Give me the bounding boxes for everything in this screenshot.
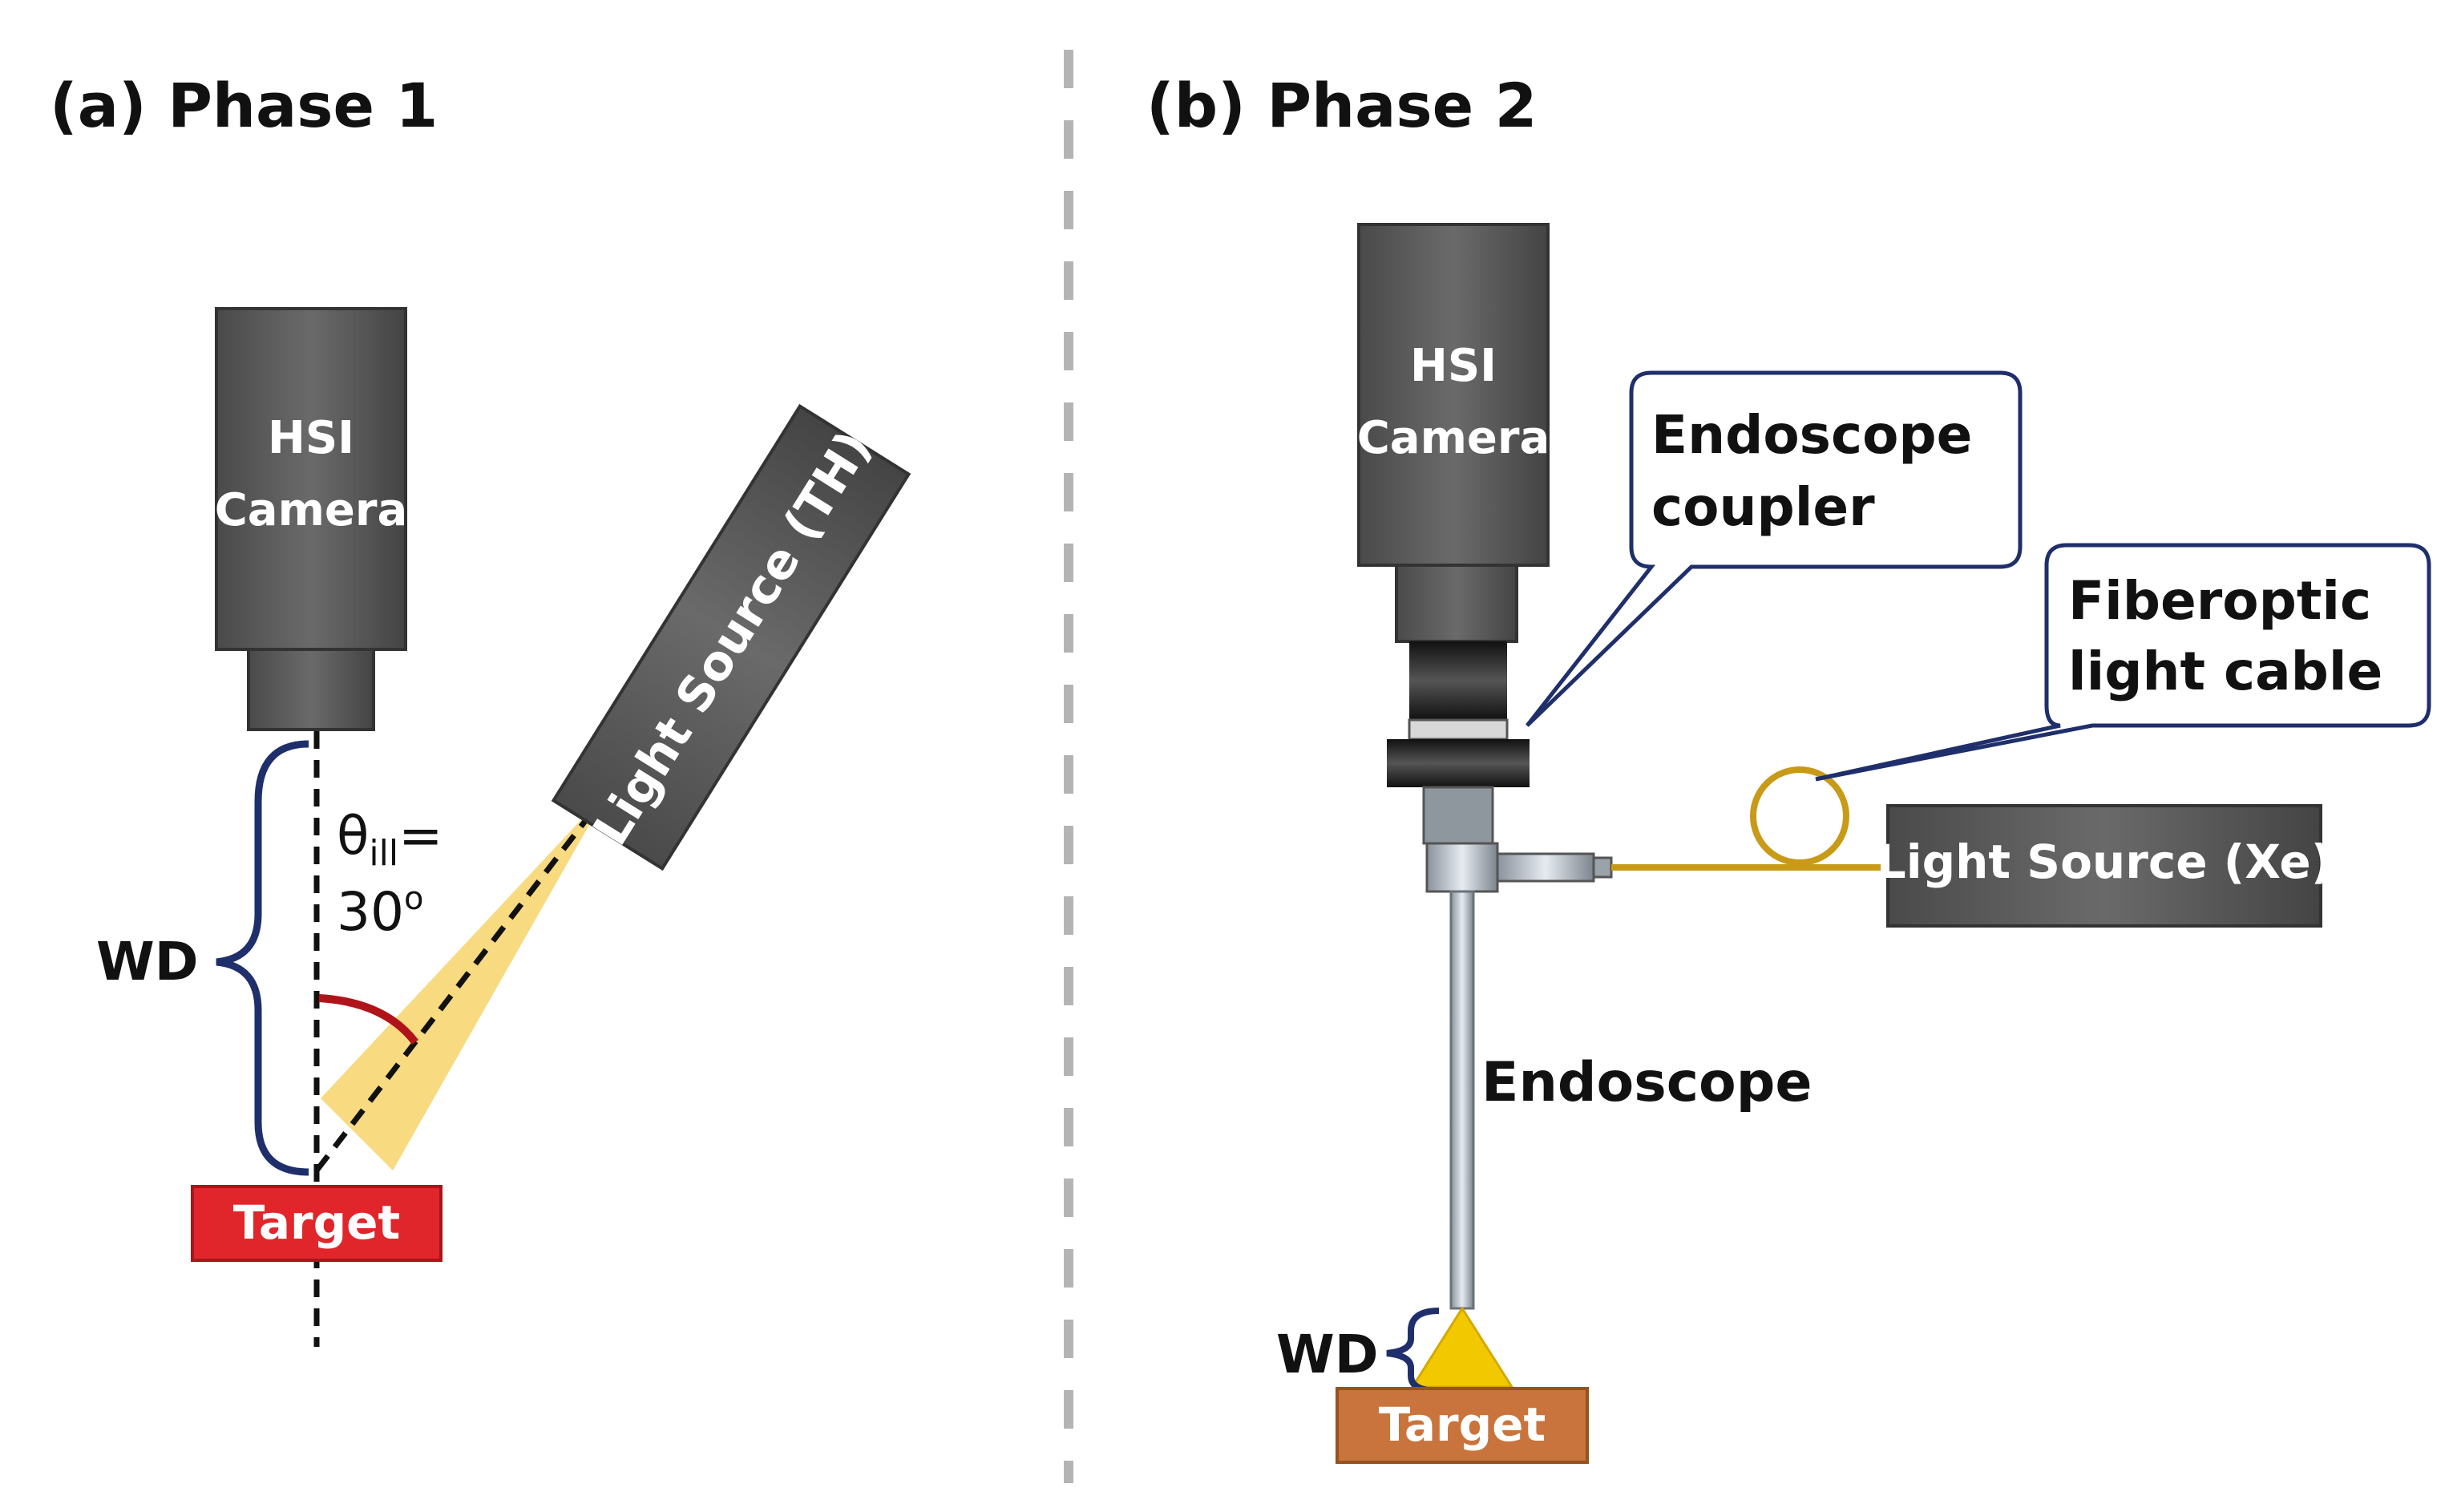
camera-a-label-line2: Camera: [215, 484, 408, 536]
target-b: Target: [1336, 1387, 1589, 1464]
callout-coupler-line2: coupler: [1651, 476, 1875, 538]
angle-value-label: 30o: [337, 880, 423, 943]
angle-value: 30: [337, 881, 404, 943]
light-source-a: Light Source (TH): [551, 403, 911, 871]
callout-coupler-bubble: [1526, 370, 2023, 727]
wd-label-a: WD: [96, 931, 199, 993]
angle-subscript: ill: [369, 833, 398, 874]
angle-label: θill=: [337, 805, 443, 874]
light-source-a-label: Light Source (TH): [583, 422, 883, 855]
angle-equals: =: [398, 805, 443, 867]
light-source-a-box: [551, 403, 911, 871]
endoscope-shaft: [1449, 890, 1475, 1310]
camera-b: HSI Camera: [1357, 223, 1550, 643]
angle-degree: o: [404, 880, 423, 917]
camera-b-label-line1: HSI: [1410, 340, 1497, 392]
angle-theta: θ: [337, 805, 369, 867]
target-a-label: Target: [233, 1195, 400, 1250]
callout-cable-line2: light cable: [2068, 641, 2382, 702]
angle-arc: [318, 994, 418, 1045]
light-post-tip: [1592, 856, 1613, 879]
callout-coupler-line1: Endoscope: [1651, 404, 1972, 466]
light-source-b-box: [1886, 804, 2322, 928]
endoscope-head: [1425, 842, 1613, 893]
endoscope-tip-cone: [1410, 1306, 1514, 1389]
target-a: Target: [191, 1185, 443, 1262]
camera-a-label-line1: HSI: [268, 412, 354, 464]
coupler-ring-lower: [1387, 739, 1530, 787]
callout-endoscope-coupler: Endoscope coupler: [1526, 370, 2023, 727]
endoscope-head-body: [1425, 842, 1499, 893]
camera-b-label-line2: Camera: [1357, 412, 1550, 464]
light-source-b: Light Source (Xe): [1877, 804, 2333, 928]
panel-b-title: (b) Phase 2: [1146, 70, 1538, 141]
fiberoptic-cable: [1611, 766, 1888, 871]
callout-fiberoptic-cable: Fiberoptic light cable: [1815, 543, 2431, 782]
endoscope-coupler: [1387, 641, 1530, 845]
target-b-box: [1336, 1387, 1589, 1464]
callout-cable-bubble: [1815, 543, 2431, 782]
camera-a-lens: [247, 648, 375, 731]
camera-b-body: [1357, 223, 1550, 567]
wd-brace-a: [216, 740, 309, 1176]
coupler-ring-upper: [1409, 641, 1507, 720]
target-a-box: [191, 1185, 443, 1262]
light-post: [1496, 852, 1595, 883]
panel-a-title: (a) Phase 1: [50, 70, 438, 141]
target-b-label: Target: [1379, 1397, 1546, 1452]
wd-label-b: WD: [1276, 1324, 1379, 1385]
wd-brace-b: [1386, 1308, 1440, 1394]
camera-a: HSI Camera: [215, 307, 408, 731]
coupler-band: [1408, 718, 1509, 741]
endoscope-label: Endoscope: [1481, 1051, 1813, 1114]
callout-cable-line1: Fiberoptic: [2068, 570, 2371, 632]
light-source-b-label: Light Source (Xe): [1877, 835, 2333, 889]
illumination-axis-line: [314, 787, 612, 1173]
coupler-neck: [1422, 786, 1494, 845]
cable-loop: [1750, 766, 1849, 866]
camera-a-body: [215, 307, 407, 651]
camera-b-lens: [1395, 564, 1518, 643]
